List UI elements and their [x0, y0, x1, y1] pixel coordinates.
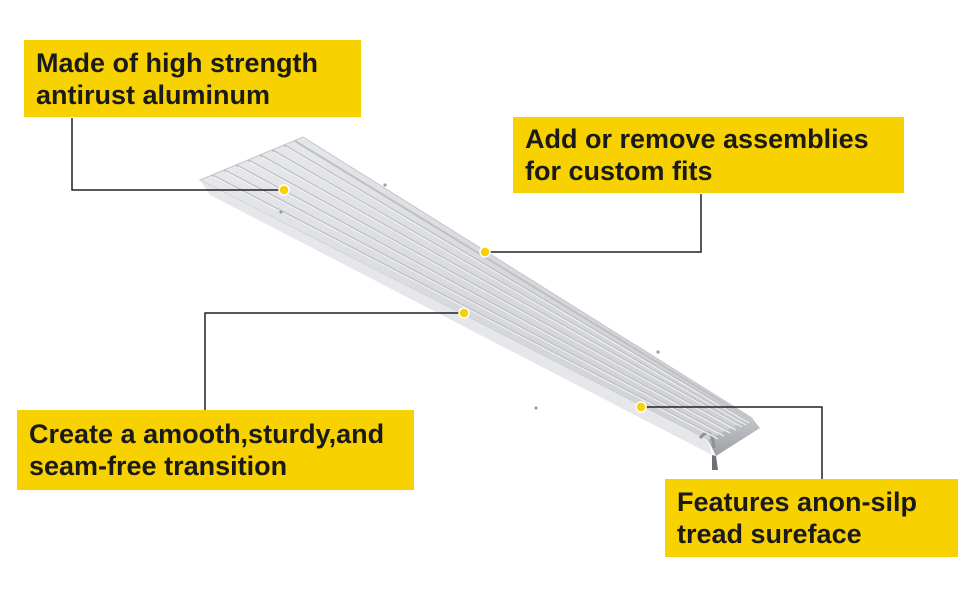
callout-tread-line2: tread sureface — [677, 519, 862, 549]
callout-markers — [278, 184, 647, 413]
callout-assemblies: Add or remove assemblies for custom fits — [513, 117, 904, 193]
callout-tread-line1: Features anon-silp — [677, 487, 918, 517]
callout-transition-line2: seam-free transition — [29, 451, 288, 481]
callout-material: Made of high strength antirust aluminum — [24, 40, 361, 117]
callout-tread: Features anon-silp tread sureface — [665, 479, 958, 557]
leader-lines — [71, 118, 823, 479]
callout-assemblies-line1: Add or remove assemblies — [525, 124, 869, 154]
callout-material-line1: Made of high strength — [36, 47, 318, 78]
callout-transition: Create a amooth,sturdy,and seam-free tra… — [17, 410, 414, 490]
callout-assemblies-line2: for custom fits — [525, 156, 713, 186]
aluminum-ramp — [198, 136, 760, 470]
callout-transition-line1: Create a amooth,sturdy,and — [29, 419, 385, 449]
callout-material-line2: antirust aluminum — [36, 79, 271, 110]
